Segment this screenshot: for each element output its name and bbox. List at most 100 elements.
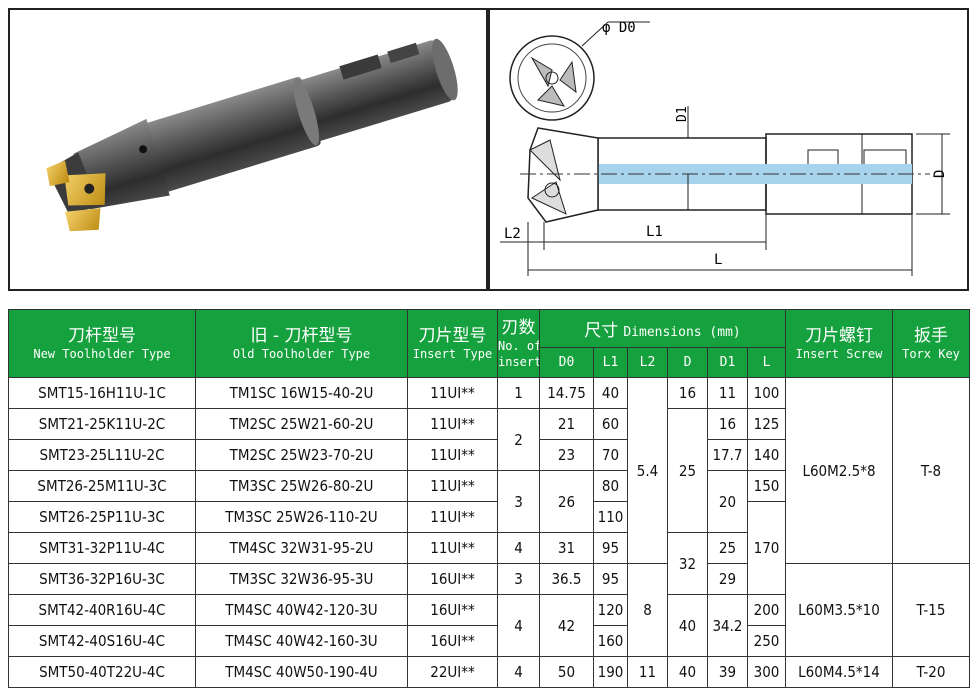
- cell-old-type: TM4SC 40W42-120-3U: [195, 594, 408, 626]
- cell-d0: 26: [539, 470, 594, 533]
- d-label: D: [932, 170, 948, 178]
- cell-d0: 50: [539, 656, 594, 688]
- cell-old-type: TM2SC 25W21-60-2U: [195, 408, 408, 440]
- cell-d1: 17.7: [707, 439, 748, 471]
- cell-l1: 80: [593, 470, 628, 502]
- table-row: SMT23-25L11U-2C TM2SC 25W23-70-2U 11UI**…: [8, 439, 970, 471]
- table-row: SMT15-16H11U-1C TM1SC 16W15-40-2U 11UI**…: [8, 377, 970, 564]
- cell-l1: 120: [593, 594, 628, 626]
- cell-insert: 11UI**: [407, 532, 498, 564]
- cell-d: 25: [667, 408, 708, 533]
- end-view: [509, 21, 650, 121]
- cell-screw: L60M4.5*14: [785, 656, 893, 688]
- cell-d1: 20: [707, 470, 748, 533]
- cell-old-type: TM1SC 16W15-40-2U: [195, 377, 408, 409]
- cell-insert: 16UI**: [407, 594, 498, 626]
- cell-old-type: TM3SC 32W36-95-3U: [195, 563, 408, 595]
- cell-insert: 11UI**: [407, 470, 498, 502]
- cell-new-type: SMT21-25K11U-2C: [8, 408, 196, 440]
- table-row: SMT26-25P11U-3C TM3SC 25W26-110-2U 11UI*…: [8, 501, 970, 595]
- cell-insert: 11UI**: [407, 408, 498, 440]
- cell-old-type: TM4SC 40W42-160-3U: [195, 625, 408, 657]
- d1-label: D1: [675, 106, 690, 122]
- table-row: SMT31-32P11U-4C TM4SC 32W31-95-2U 11UI**…: [8, 532, 970, 595]
- cell-l: 170: [747, 501, 786, 595]
- cell-l1: 95: [593, 532, 628, 564]
- cell-l: 300: [747, 656, 786, 688]
- cell-l1: 40: [593, 377, 628, 409]
- header-l: L: [747, 347, 786, 378]
- cell-count: 2: [497, 408, 540, 471]
- cell-old-type: TM4SC 32W31-95-2U: [195, 532, 408, 564]
- dimension-drawing: φ D0 D1 D: [500, 20, 950, 276]
- cell-l1: 110: [593, 501, 628, 533]
- cell-old-type: TM3SC 25W26-110-2U: [195, 501, 408, 533]
- header-insert-count: 刃数 No. of insert: [497, 309, 540, 378]
- table-row: SMT50-40T22U-4C TM4SC 40W50-190-4U 22UI*…: [8, 656, 970, 688]
- cell-l1: 70: [593, 439, 628, 471]
- cell-insert: 16UI**: [407, 625, 498, 657]
- tool-photo-panel: [8, 8, 488, 291]
- cell-l2: 5.4: [627, 377, 668, 564]
- cell-d1: 16: [707, 408, 748, 440]
- cell-l: 125: [747, 408, 786, 440]
- cell-key: T-8: [892, 377, 970, 564]
- cell-insert: 16UI**: [407, 563, 498, 595]
- cell-d0: 21: [539, 408, 594, 440]
- cell-insert: 11UI**: [407, 377, 498, 409]
- cell-count: 3: [497, 470, 540, 533]
- cell-old-type: TM4SC 40W50-190-4U: [195, 656, 408, 688]
- cell-d1: 29: [707, 563, 748, 595]
- cell-count: 3: [497, 563, 540, 595]
- cell-d0: 31: [539, 532, 594, 564]
- cell-screw: L60M2.5*8: [785, 377, 893, 564]
- cell-new-type: SMT26-25M11U-3C: [8, 470, 196, 502]
- cell-d1: 39: [707, 656, 748, 688]
- cell-new-type: SMT31-32P11U-4C: [8, 532, 196, 564]
- cell-l: 150: [747, 470, 786, 502]
- cell-new-type: SMT15-16H11U-1C: [8, 377, 196, 409]
- cell-l2: 8: [627, 563, 668, 657]
- cell-l1: 190: [593, 656, 628, 688]
- cell-d0: 14.75: [539, 377, 594, 409]
- header-l2: L2: [627, 347, 668, 378]
- table-row: SMT42-40S16U-4C TM4SC 40W42-160-3U 16UI*…: [8, 625, 970, 657]
- cell-d0: 36.5: [539, 563, 594, 595]
- cell-d: 40: [667, 656, 708, 688]
- header-dimensions: 尺寸 Dimensions (mm): [539, 309, 786, 348]
- cell-count: 4: [497, 656, 540, 688]
- cell-count: 4: [497, 532, 540, 564]
- cell-count: 1: [497, 377, 540, 409]
- cell-insert: 11UI**: [407, 439, 498, 471]
- header-new-type: 刀杆型号 New Toolholder Type: [8, 309, 196, 378]
- cell-count: 4: [497, 594, 540, 657]
- cell-new-type: SMT50-40T22U-4C: [8, 656, 196, 688]
- cell-d1: 34.2: [707, 594, 748, 657]
- dimension-drawing-panel: φ D0 D1 D: [488, 8, 969, 291]
- header-d1: D1: [707, 347, 748, 378]
- l1-label: L1: [646, 224, 663, 240]
- l-label: L: [714, 252, 722, 268]
- toolholder-photo: [46, 38, 458, 232]
- header-l1: L1: [593, 347, 628, 378]
- header-d0: D0: [539, 347, 594, 378]
- cell-l2: 11: [627, 656, 668, 688]
- table-row: SMT36-32P16U-3C TM3SC 32W36-95-3U 16UI**…: [8, 563, 970, 657]
- cell-d: 32: [667, 532, 708, 595]
- cell-new-type: SMT36-32P16U-3C: [8, 563, 196, 595]
- cell-l: 140: [747, 439, 786, 471]
- cell-l: 100: [747, 377, 786, 409]
- header-torx-key: 扳手 Torx Key: [892, 309, 970, 378]
- header-insert-type: 刀片型号 Insert Type: [407, 309, 498, 378]
- cell-old-type: TM2SC 25W23-70-2U: [195, 439, 408, 471]
- table-row: SMT42-40R16U-4C TM4SC 40W42-120-3U 16UI*…: [8, 594, 970, 657]
- cell-insert: 11UI**: [407, 501, 498, 533]
- cell-l: 200: [747, 594, 786, 626]
- header-d: D: [667, 347, 708, 378]
- cell-key: T-15: [892, 563, 970, 657]
- cell-l: 250: [747, 625, 786, 657]
- cell-screw: L60M3.5*10: [785, 563, 893, 657]
- side-view: [520, 127, 930, 223]
- cell-d: 40: [667, 594, 708, 657]
- spec-table: 刀杆型号 New Toolholder Type 旧 - 刀杆型号 Old To…: [8, 309, 970, 688]
